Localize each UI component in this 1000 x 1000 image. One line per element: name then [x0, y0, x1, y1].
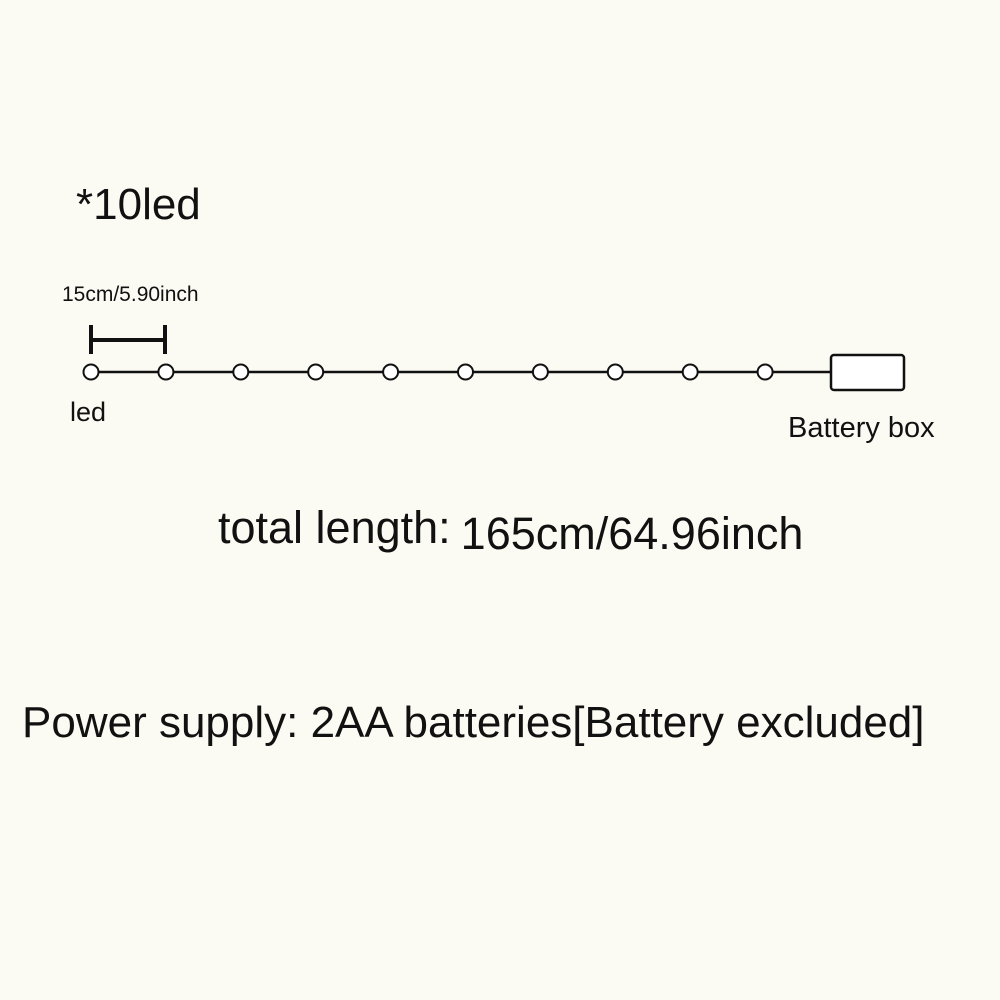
- spacing-dimension-bracket: [89, 325, 167, 354]
- total-length-text: total length:165cm/64.96inch: [218, 500, 804, 559]
- power-supply-text: Power supply: 2AA batteries[Battery excl…: [22, 698, 925, 747]
- led-bulb: [157, 363, 175, 381]
- total-length-value: 165cm/64.96inch: [460, 508, 804, 559]
- led-count-label: *10led: [76, 180, 201, 229]
- battery-box: [829, 353, 906, 392]
- led-bulb: [232, 363, 250, 381]
- led-bulb: [531, 363, 549, 381]
- led-bulb: [457, 363, 474, 381]
- total-length-prefix: total length:: [218, 502, 451, 553]
- led-bulb: [756, 363, 774, 381]
- led-bulb: [307, 363, 325, 381]
- led-spacing-label: 15cm/5.90inch: [62, 283, 199, 306]
- led-group: [82, 363, 774, 381]
- led-bulb: [606, 363, 624, 381]
- battery-box-label: Battery box: [788, 412, 935, 444]
- led-bulb: [382, 363, 400, 381]
- led-bulb: [82, 363, 100, 381]
- led-bulb: [681, 363, 699, 381]
- led-label: led: [70, 397, 107, 427]
